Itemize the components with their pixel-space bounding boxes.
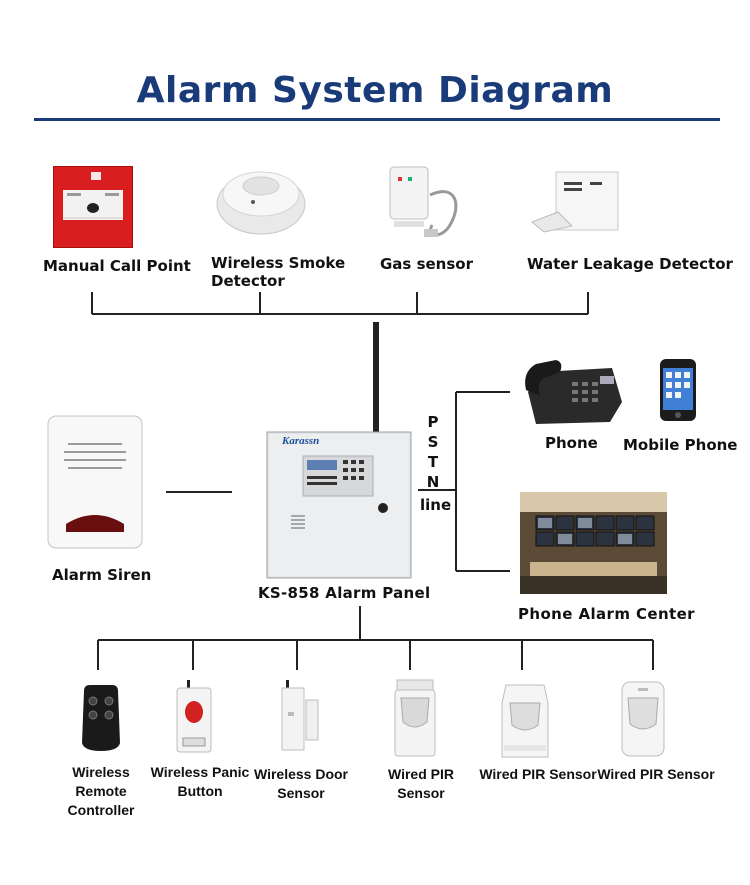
pstn-letter-p: P <box>427 413 439 431</box>
phone-alarm-center-image <box>520 492 667 594</box>
pstn-letter-s: S <box>427 433 439 451</box>
wired-pir-sensor-3-image <box>621 681 665 757</box>
wireless-remote-controller-label: Wireless Remote Controller <box>51 763 151 820</box>
smoke-detector-label-line2: Detector <box>211 272 285 290</box>
title-underline <box>34 118 720 121</box>
wired-pir-sensor-1-label: Wired PIR Sensor <box>388 766 454 801</box>
pstn-letter-t: T <box>427 453 439 471</box>
mobile-phone-image <box>660 359 696 421</box>
wireless-door-sensor-label: Wireless Door Sensor <box>248 765 354 803</box>
wireless-remote-controller-image <box>82 685 120 751</box>
smoke-detector-image <box>216 171 306 235</box>
wireless-panic-button-image <box>176 680 212 753</box>
alarm-panel-label: KS-858 Alarm Panel <box>258 584 431 602</box>
diagram-title: Alarm System Diagram <box>136 70 614 111</box>
pstn-letter-n: N <box>426 473 440 491</box>
smoke-detector-label: Wireless Smoke Detector <box>211 254 345 290</box>
pstn-label: P S T N <box>426 412 440 492</box>
phone-image <box>525 360 622 424</box>
gas-sensor-image <box>389 166 458 237</box>
pstn-line-label: line <box>420 496 452 514</box>
wired-pir-sensor-3-label: Wired PIR Sensor <box>597 766 715 782</box>
alarm-panel-image <box>266 322 412 579</box>
wireless-panic-button-label-line2: Button <box>177 783 223 799</box>
wireless-remote-controller-label-line1: Wireless Remote <box>72 764 130 799</box>
wireless-remote-controller-label-line2: Controller <box>67 802 135 818</box>
wireless-door-sensor-label-line1: Wireless Door <box>253 766 348 782</box>
gas-sensor-label: Gas sensor <box>380 255 473 273</box>
phone-label: Phone <box>545 434 598 452</box>
wireless-panic-button-label: Wireless Panic Button <box>150 763 250 801</box>
alarm-siren-image <box>47 415 143 549</box>
panel-brand: Karassn <box>282 435 320 447</box>
wireless-door-sensor-image <box>281 680 319 751</box>
wired-pir-sensor-2-label: Wired PIR Sensor <box>479 766 597 782</box>
wired-pir-sensor-1-image <box>394 679 436 757</box>
wireless-panic-button-label-line1: Wireless Panic <box>150 764 250 780</box>
water-leakage-detector-image <box>531 171 619 233</box>
water-leakage-detector-label: Water Leakage Detector <box>527 255 733 273</box>
alarm-siren-label: Alarm Siren <box>52 566 152 584</box>
wireless-door-sensor-label-line2: Sensor <box>277 785 325 801</box>
wired-pir-sensor-2-image <box>501 684 549 758</box>
manual-call-point-label: Manual Call Point <box>43 257 191 275</box>
smoke-detector-label-line1: Wireless Smoke <box>211 254 346 272</box>
mobile-phone-label: Mobile Phone <box>623 436 738 454</box>
manual-call-point-image <box>53 166 133 248</box>
phone-alarm-center-label: Phone Alarm Center <box>518 605 695 623</box>
